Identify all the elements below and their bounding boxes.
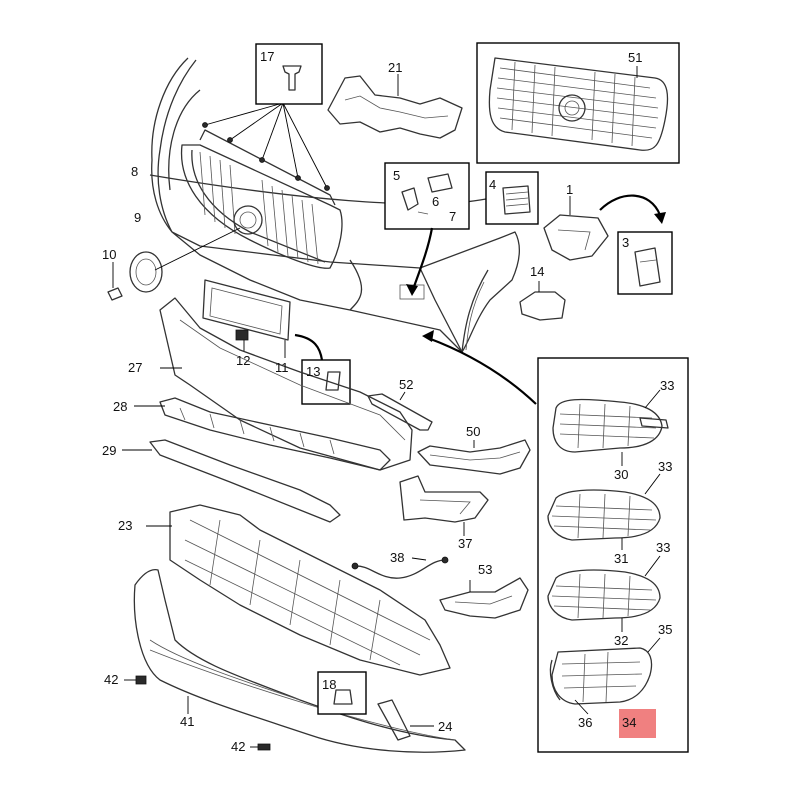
clip-box-13 [294, 333, 351, 405]
emblem [129, 227, 241, 293]
bracket-14 [519, 281, 566, 321]
callout-13: 13 [306, 364, 320, 379]
callout-12: 12 [236, 353, 250, 368]
callout-41: 41 [180, 714, 194, 729]
callout-21: 21 [388, 60, 402, 75]
impact-beam-27 [159, 297, 413, 471]
wiring-harness-38 [351, 556, 449, 579]
absorber-28 [134, 397, 391, 471]
bracket-box-3 [617, 231, 673, 295]
callout-labels: 1 3 4 5 6 7 8 9 10 11 12 13 14 17 18 21 … [102, 49, 674, 754]
callout-27: 27 [128, 360, 142, 375]
callout-4: 4 [489, 177, 496, 192]
callout-35: 35 [658, 622, 672, 637]
callout-38: 38 [390, 550, 404, 565]
undertray-23 [146, 504, 451, 676]
license-plate-holder [202, 279, 291, 358]
callout-28: 28 [113, 399, 127, 414]
upper-grille [180, 129, 343, 269]
callout-8: 8 [131, 164, 138, 179]
trim-strip-52 [367, 391, 433, 431]
callout-33b: 33 [658, 459, 672, 474]
bracket-29 [122, 439, 341, 523]
callout-31: 31 [614, 551, 628, 566]
clip-10 [107, 262, 123, 301]
callout-37: 37 [458, 536, 472, 551]
callout-32: 32 [614, 633, 628, 648]
callout-24: 24 [438, 719, 452, 734]
callout-9: 9 [134, 210, 141, 225]
assembly-arrows [422, 330, 537, 405]
bracket-21 [327, 74, 463, 139]
callout-33c: 33 [656, 540, 670, 555]
callout-1: 1 [566, 182, 573, 197]
callout-6: 6 [432, 194, 439, 209]
bracket-37 [399, 475, 489, 536]
callout-17: 17 [260, 49, 274, 64]
clips-42 [124, 675, 271, 751]
callout-52: 52 [399, 377, 413, 392]
callout-30: 30 [614, 467, 628, 482]
callout-11: 11 [275, 360, 289, 375]
callout-42a: 42 [104, 672, 118, 687]
callout-50: 50 [466, 424, 480, 439]
callout-10: 10 [102, 247, 116, 262]
callout-34: 34 [622, 715, 636, 730]
callout-7: 7 [449, 209, 456, 224]
highlight-34 [619, 709, 656, 738]
fastener-detail-box [255, 43, 323, 105]
fog-light-bracket-50 [417, 439, 531, 475]
sensor-1 [543, 194, 666, 261]
bolt-12 [235, 329, 249, 352]
callout-3: 3 [622, 235, 629, 250]
fog-light-bracket-53 [439, 577, 529, 619]
callout-42b: 42 [231, 739, 245, 754]
callout-5: 5 [393, 168, 400, 183]
callout-14: 14 [530, 264, 544, 279]
fog-cover-box [537, 357, 689, 753]
sensor-bracket-box [384, 162, 470, 296]
callout-53: 53 [478, 562, 492, 577]
fasteners-17 [202, 102, 330, 191]
callout-29: 29 [102, 443, 116, 458]
trim-strip-24 [377, 699, 434, 741]
callout-36: 36 [578, 715, 592, 730]
callout-18: 18 [322, 677, 336, 692]
callout-51: 51 [628, 50, 642, 65]
clip-box-18 [317, 671, 367, 715]
sensor-box-4 [485, 171, 539, 225]
callout-33a: 33 [660, 378, 674, 393]
grille-alt-box [476, 42, 680, 164]
callout-23: 23 [118, 518, 132, 533]
